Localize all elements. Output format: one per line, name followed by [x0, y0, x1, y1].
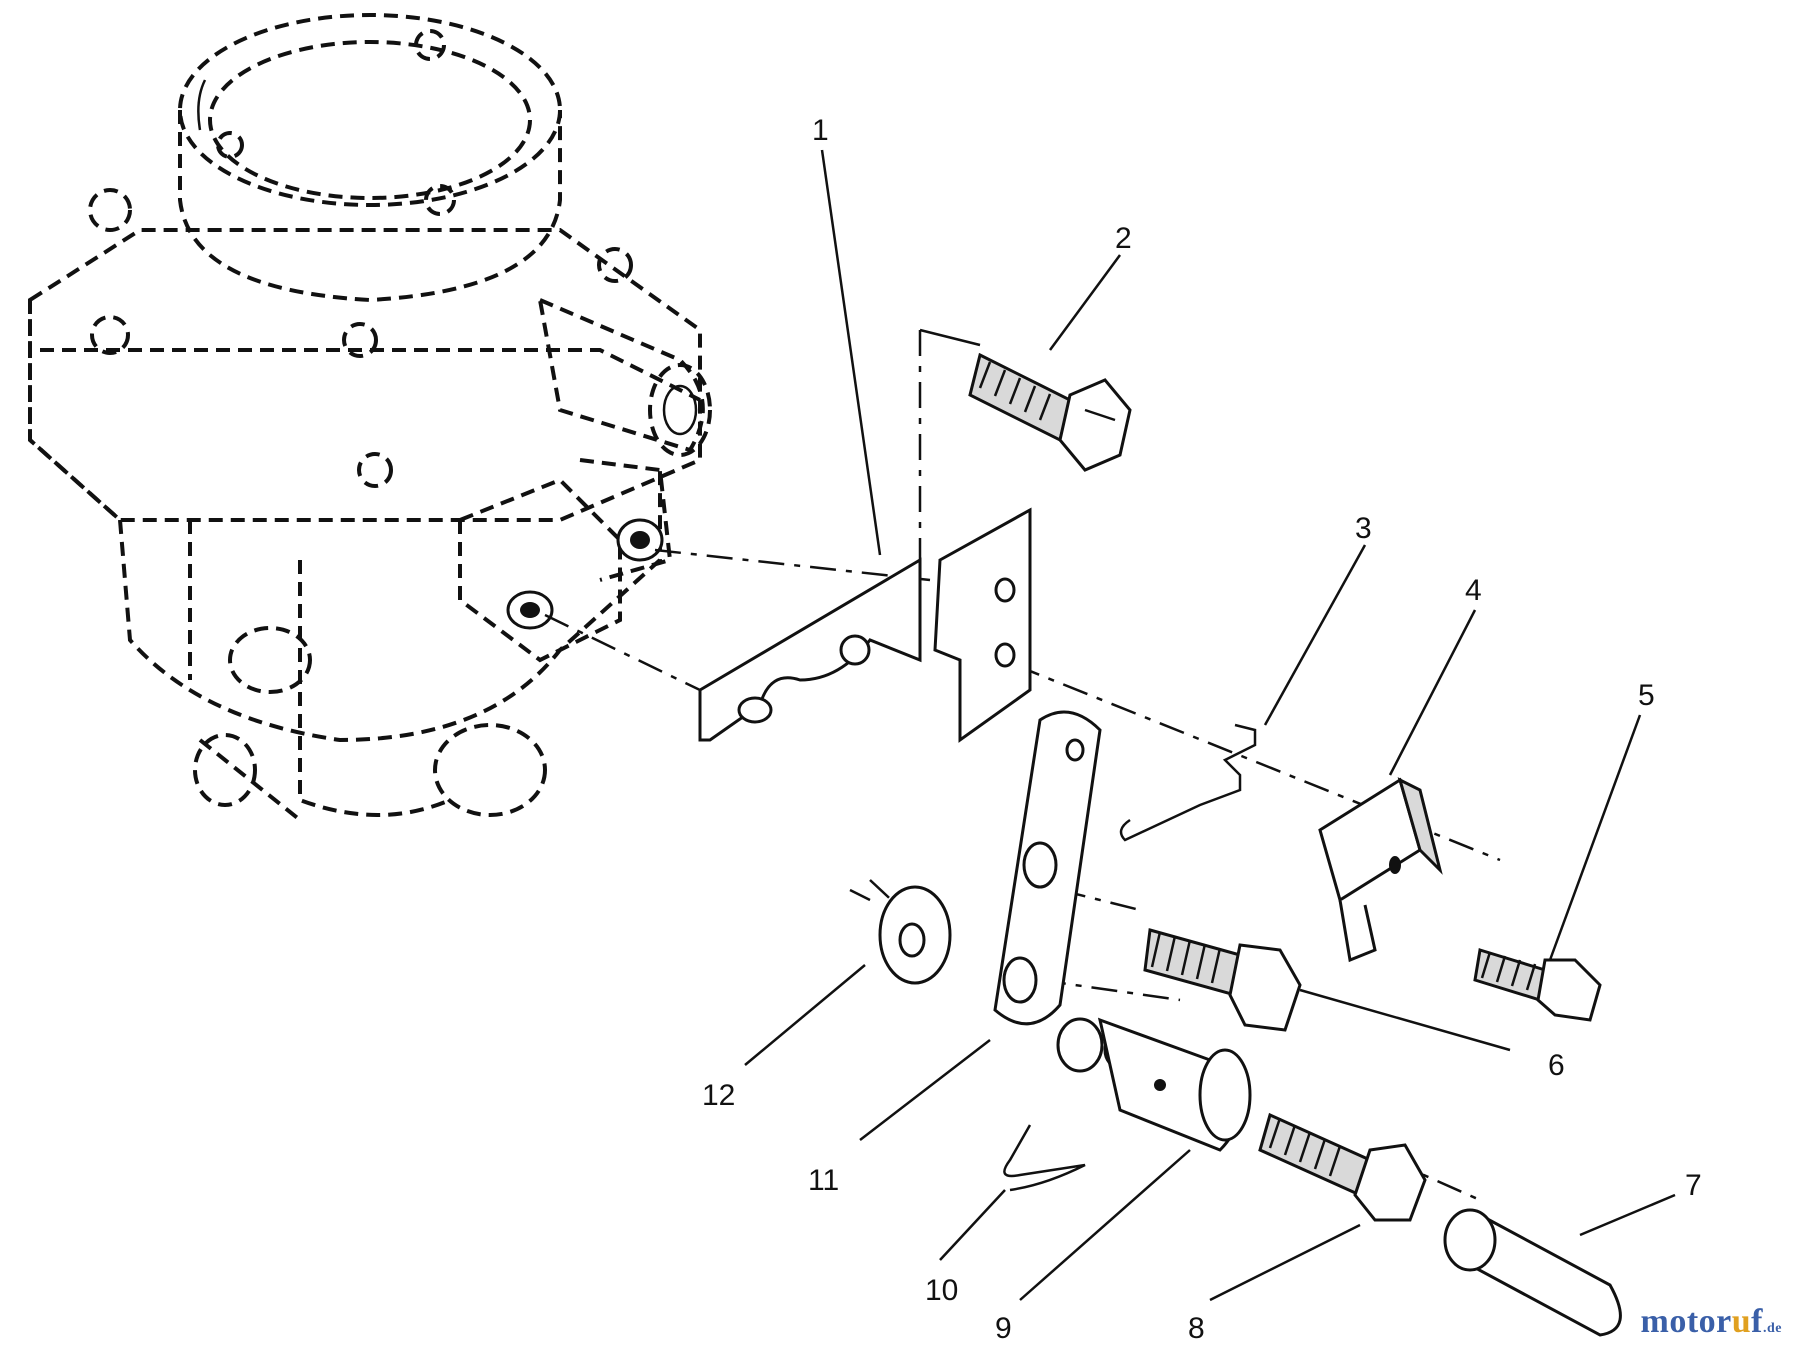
assembly-lines [544, 328, 1501, 1202]
nut-plate [1318, 777, 1443, 963]
callout-7: 7 [1685, 1169, 1702, 1202]
link-arm [993, 710, 1102, 1026]
hex-bolt-upper [968, 352, 1132, 472]
callout-6: 6 [1548, 1049, 1565, 1082]
spring-clip [1119, 723, 1257, 842]
pivot-bushing [1056, 1017, 1252, 1152]
hex-bolt-lower [1258, 1112, 1427, 1222]
bracket [698, 507, 1032, 743]
carburetor-phantom [28, 13, 712, 822]
callout-11: 11 [808, 1164, 839, 1197]
site-watermark-logo: motoruf.de [1640, 1303, 1782, 1340]
callout-8: 8 [1188, 1312, 1205, 1345]
cap [1443, 1208, 1622, 1337]
callout-1: 1 [812, 114, 829, 147]
hairpin-clip [1003, 1124, 1086, 1192]
callout-3: 3 [1355, 512, 1372, 545]
callout-2: 2 [1115, 222, 1132, 255]
hex-bolt-middle [1143, 928, 1302, 1032]
callout-12: 12 [702, 1079, 735, 1112]
callout-9: 9 [995, 1312, 1012, 1345]
callout-5: 5 [1638, 679, 1655, 712]
callout-labels: 1 2 3 4 5 6 7 8 9 10 11 12 [702, 114, 1702, 1345]
callout-10: 10 [925, 1274, 958, 1307]
washer [849, 885, 952, 985]
hex-bolt-right [1473, 948, 1602, 1022]
leader-lines [744, 149, 1676, 1302]
callout-4: 4 [1465, 574, 1482, 607]
